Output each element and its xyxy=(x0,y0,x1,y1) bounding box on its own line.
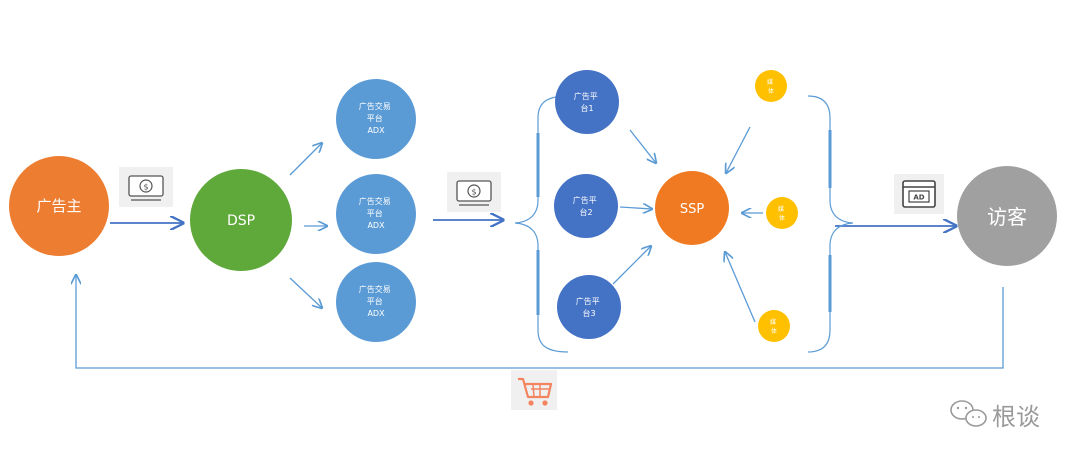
ad-platform-circle xyxy=(557,275,621,339)
arrow-dsp-to-adx-3 xyxy=(289,277,322,308)
advertiser-node: 广告主 xyxy=(9,156,109,256)
media-node-2: 媒 体 xyxy=(766,197,798,229)
adx-label-line: ADX xyxy=(367,309,385,318)
svg-text:广告平 台1: 广告平 台1 xyxy=(574,91,601,113)
ad-platform-circle xyxy=(555,70,619,134)
svg-text:媒 体: 媒 体 xyxy=(767,78,775,95)
ad-platform-label-line: 台2 xyxy=(579,207,592,217)
arrow-media1-to-ssp xyxy=(726,126,751,173)
ad-platform-label-line: 台1 xyxy=(580,103,593,113)
advertiser-circle xyxy=(9,156,109,256)
ad-platform-circle xyxy=(554,174,618,238)
ad-platform-label-line: 广告平 xyxy=(574,91,598,101)
ad-platform-label-line: 台3 xyxy=(582,308,595,318)
ssp-label: SSP xyxy=(680,202,705,217)
dsp-label: DSP xyxy=(227,213,255,229)
media-label-line: 媒 xyxy=(778,205,784,213)
adx-node-1: 广告交易 平台 ADX xyxy=(336,79,416,159)
media-node-1: 媒 体 xyxy=(755,70,787,102)
ssp-node: SSP xyxy=(655,171,729,245)
media-label-line: 体 xyxy=(771,327,777,335)
ad-platform-label-line: 广告平 xyxy=(576,296,600,306)
adx-node-2: 广告交易 平台 ADX xyxy=(336,174,416,254)
adx-label-line: 广告交易 xyxy=(359,284,391,294)
arrow-platform2-to-ssp xyxy=(619,207,652,209)
ad-platform-2-node: 广告平 台2 xyxy=(554,174,618,238)
right-brace xyxy=(807,95,854,353)
adx-circle xyxy=(336,262,416,342)
media-node-3: 媒 体 xyxy=(758,310,790,342)
arrow-dsp-to-adx-1 xyxy=(289,143,322,176)
feedback-loop-arrow xyxy=(76,275,1004,369)
adx-label-line: 广告交易 xyxy=(359,196,391,206)
svg-text:媒 体: 媒 体 xyxy=(770,318,778,335)
adx-circle xyxy=(336,79,416,159)
ssp-circle xyxy=(655,171,729,245)
visitor-circle xyxy=(957,166,1057,266)
media-circle xyxy=(766,197,798,229)
svg-text:广告平 台2: 广告平 台2 xyxy=(573,195,600,217)
connectors xyxy=(76,126,1004,369)
arrow-platform1-to-ssp xyxy=(629,129,656,163)
svg-text:$: $ xyxy=(471,188,476,197)
adx-node-3: 广告交易 平台 ADX xyxy=(336,262,416,342)
adx-label-line: 平台 xyxy=(367,296,383,306)
money-bill-icon: $ xyxy=(447,172,501,212)
ad-platform-1-node: 广告平 台1 xyxy=(555,70,619,134)
svg-text:广告交易 平台 ADX: 广告交易 平台 ADX xyxy=(359,284,394,318)
adx-label-line: ADX xyxy=(367,126,385,135)
svg-text:媒 体: 媒 体 xyxy=(778,205,786,222)
ad-platform-label-line: 广告平 xyxy=(573,195,597,205)
adx-label-line: 平台 xyxy=(367,113,383,123)
media-circle xyxy=(758,310,790,342)
adx-label-line: ADX xyxy=(367,221,385,230)
dsp-circle xyxy=(190,169,292,271)
watermark-text: 根谈 xyxy=(992,403,1040,431)
visitor-label: 访客 xyxy=(987,205,1027,229)
wechat-icon xyxy=(950,400,987,427)
left-brace xyxy=(514,95,569,353)
svg-text:广告交易 平台 ADX: 广告交易 平台 ADX xyxy=(359,101,394,135)
adx-label-line: 广告交易 xyxy=(359,101,391,111)
watermark: 根谈 xyxy=(950,400,1040,431)
svg-text:广告交易 平台 ADX: 广告交易 平台 ADX xyxy=(359,196,394,230)
media-circle xyxy=(755,70,787,102)
adx-circle xyxy=(336,174,416,254)
media-label-line: 体 xyxy=(768,87,774,95)
arrow-media3-to-ssp xyxy=(725,252,756,323)
svg-text:广告平 台3: 广告平 台3 xyxy=(576,296,603,318)
visitor-node: 访客 xyxy=(957,166,1057,266)
media-label-line: 体 xyxy=(779,214,785,222)
svg-text:AD: AD xyxy=(913,194,924,202)
ad-window-icon: AD xyxy=(894,174,944,214)
svg-text:$: $ xyxy=(143,183,148,192)
arrow-platform3-to-ssp xyxy=(612,246,651,285)
media-label-line: 媒 xyxy=(767,78,773,86)
shopping-cart-icon xyxy=(511,370,557,410)
ad-platform-3-node: 广告平 台3 xyxy=(557,275,621,339)
media-label-line: 媒 xyxy=(770,318,776,326)
dsp-node: DSP xyxy=(190,169,292,271)
advertiser-label: 广告主 xyxy=(36,197,81,215)
adx-label-line: 平台 xyxy=(367,208,383,218)
money-bill-icon: $ xyxy=(119,167,173,207)
